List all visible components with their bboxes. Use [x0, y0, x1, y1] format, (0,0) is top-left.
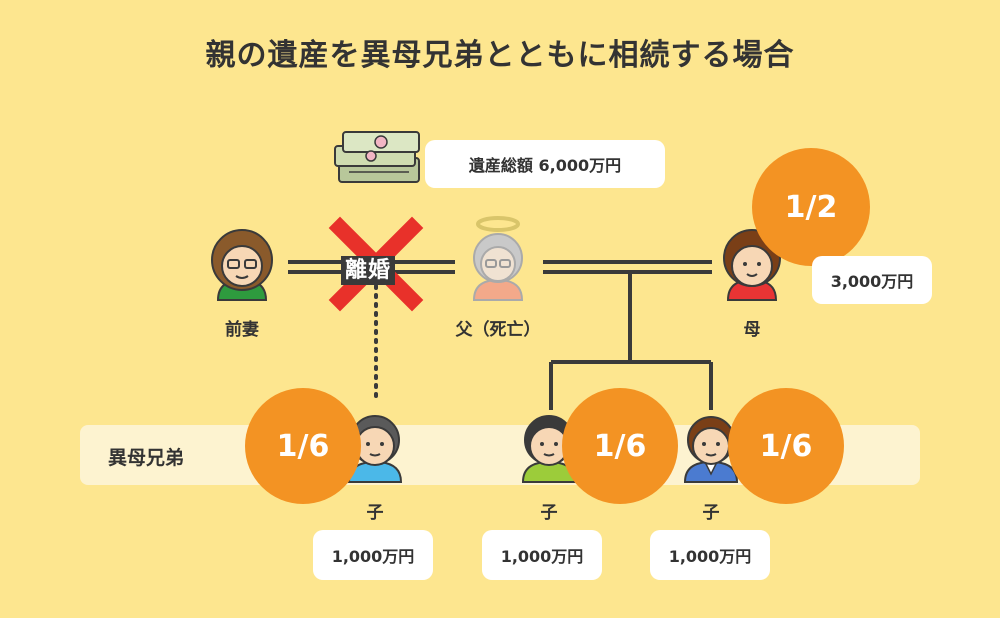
money-stack-icon [334, 131, 420, 183]
woman-glasses-icon [211, 229, 273, 301]
father-label: 父（死亡） [455, 320, 541, 340]
child-a-label: 子 [540, 503, 558, 523]
mother-amount-box: 3,000万円 [812, 256, 932, 304]
boy-suit-icon [683, 416, 739, 483]
child-tree-lines [549, 272, 713, 410]
deceased-father-angel-icon [472, 216, 524, 301]
ex-wife-label: 前妻 [225, 320, 259, 340]
child-a-share: 1/6 [593, 428, 647, 464]
half-sibling-amount: 1,000万円 [331, 547, 415, 566]
divorce-label-wrap: 離婚 [341, 252, 396, 285]
child-a-share-circle: 1/6 [562, 388, 678, 504]
child-a-amount-box: 1,000万円 [482, 530, 602, 580]
mother-share: 1/2 [784, 189, 838, 225]
child-b-label: 子 [702, 503, 720, 523]
child-b-share: 1/6 [759, 428, 813, 464]
half-sibling-share: 1/6 [276, 428, 330, 464]
child-b-share-circle: 1/6 [728, 388, 844, 504]
child-a-amount: 1,000万円 [500, 547, 584, 566]
mother-amount: 3,000万円 [830, 272, 914, 291]
child-b-amount: 1,000万円 [668, 547, 752, 566]
estate-total-box: 遺産総額 6,000万円 [425, 140, 665, 188]
divorce-label: 離婚 [341, 256, 396, 285]
half-sibling-child-label: 子 [366, 503, 384, 523]
half-sibling-band-label: 異母兄弟 [108, 447, 185, 469]
child-b-amount-box: 1,000万円 [650, 530, 770, 580]
half-sibling-amount-box: 1,000万円 [313, 530, 433, 580]
marriage-line-mother [543, 260, 712, 274]
page-title: 親の遺産を異母兄弟とともに相続する場合 [205, 38, 795, 73]
mother-share-circle: 1/2 [752, 148, 870, 266]
estate-total-label: 遺産総額 6,000万円 [468, 156, 622, 175]
mother-label: 母 [743, 320, 761, 340]
half-sibling-share-circle: 1/6 [245, 388, 361, 504]
